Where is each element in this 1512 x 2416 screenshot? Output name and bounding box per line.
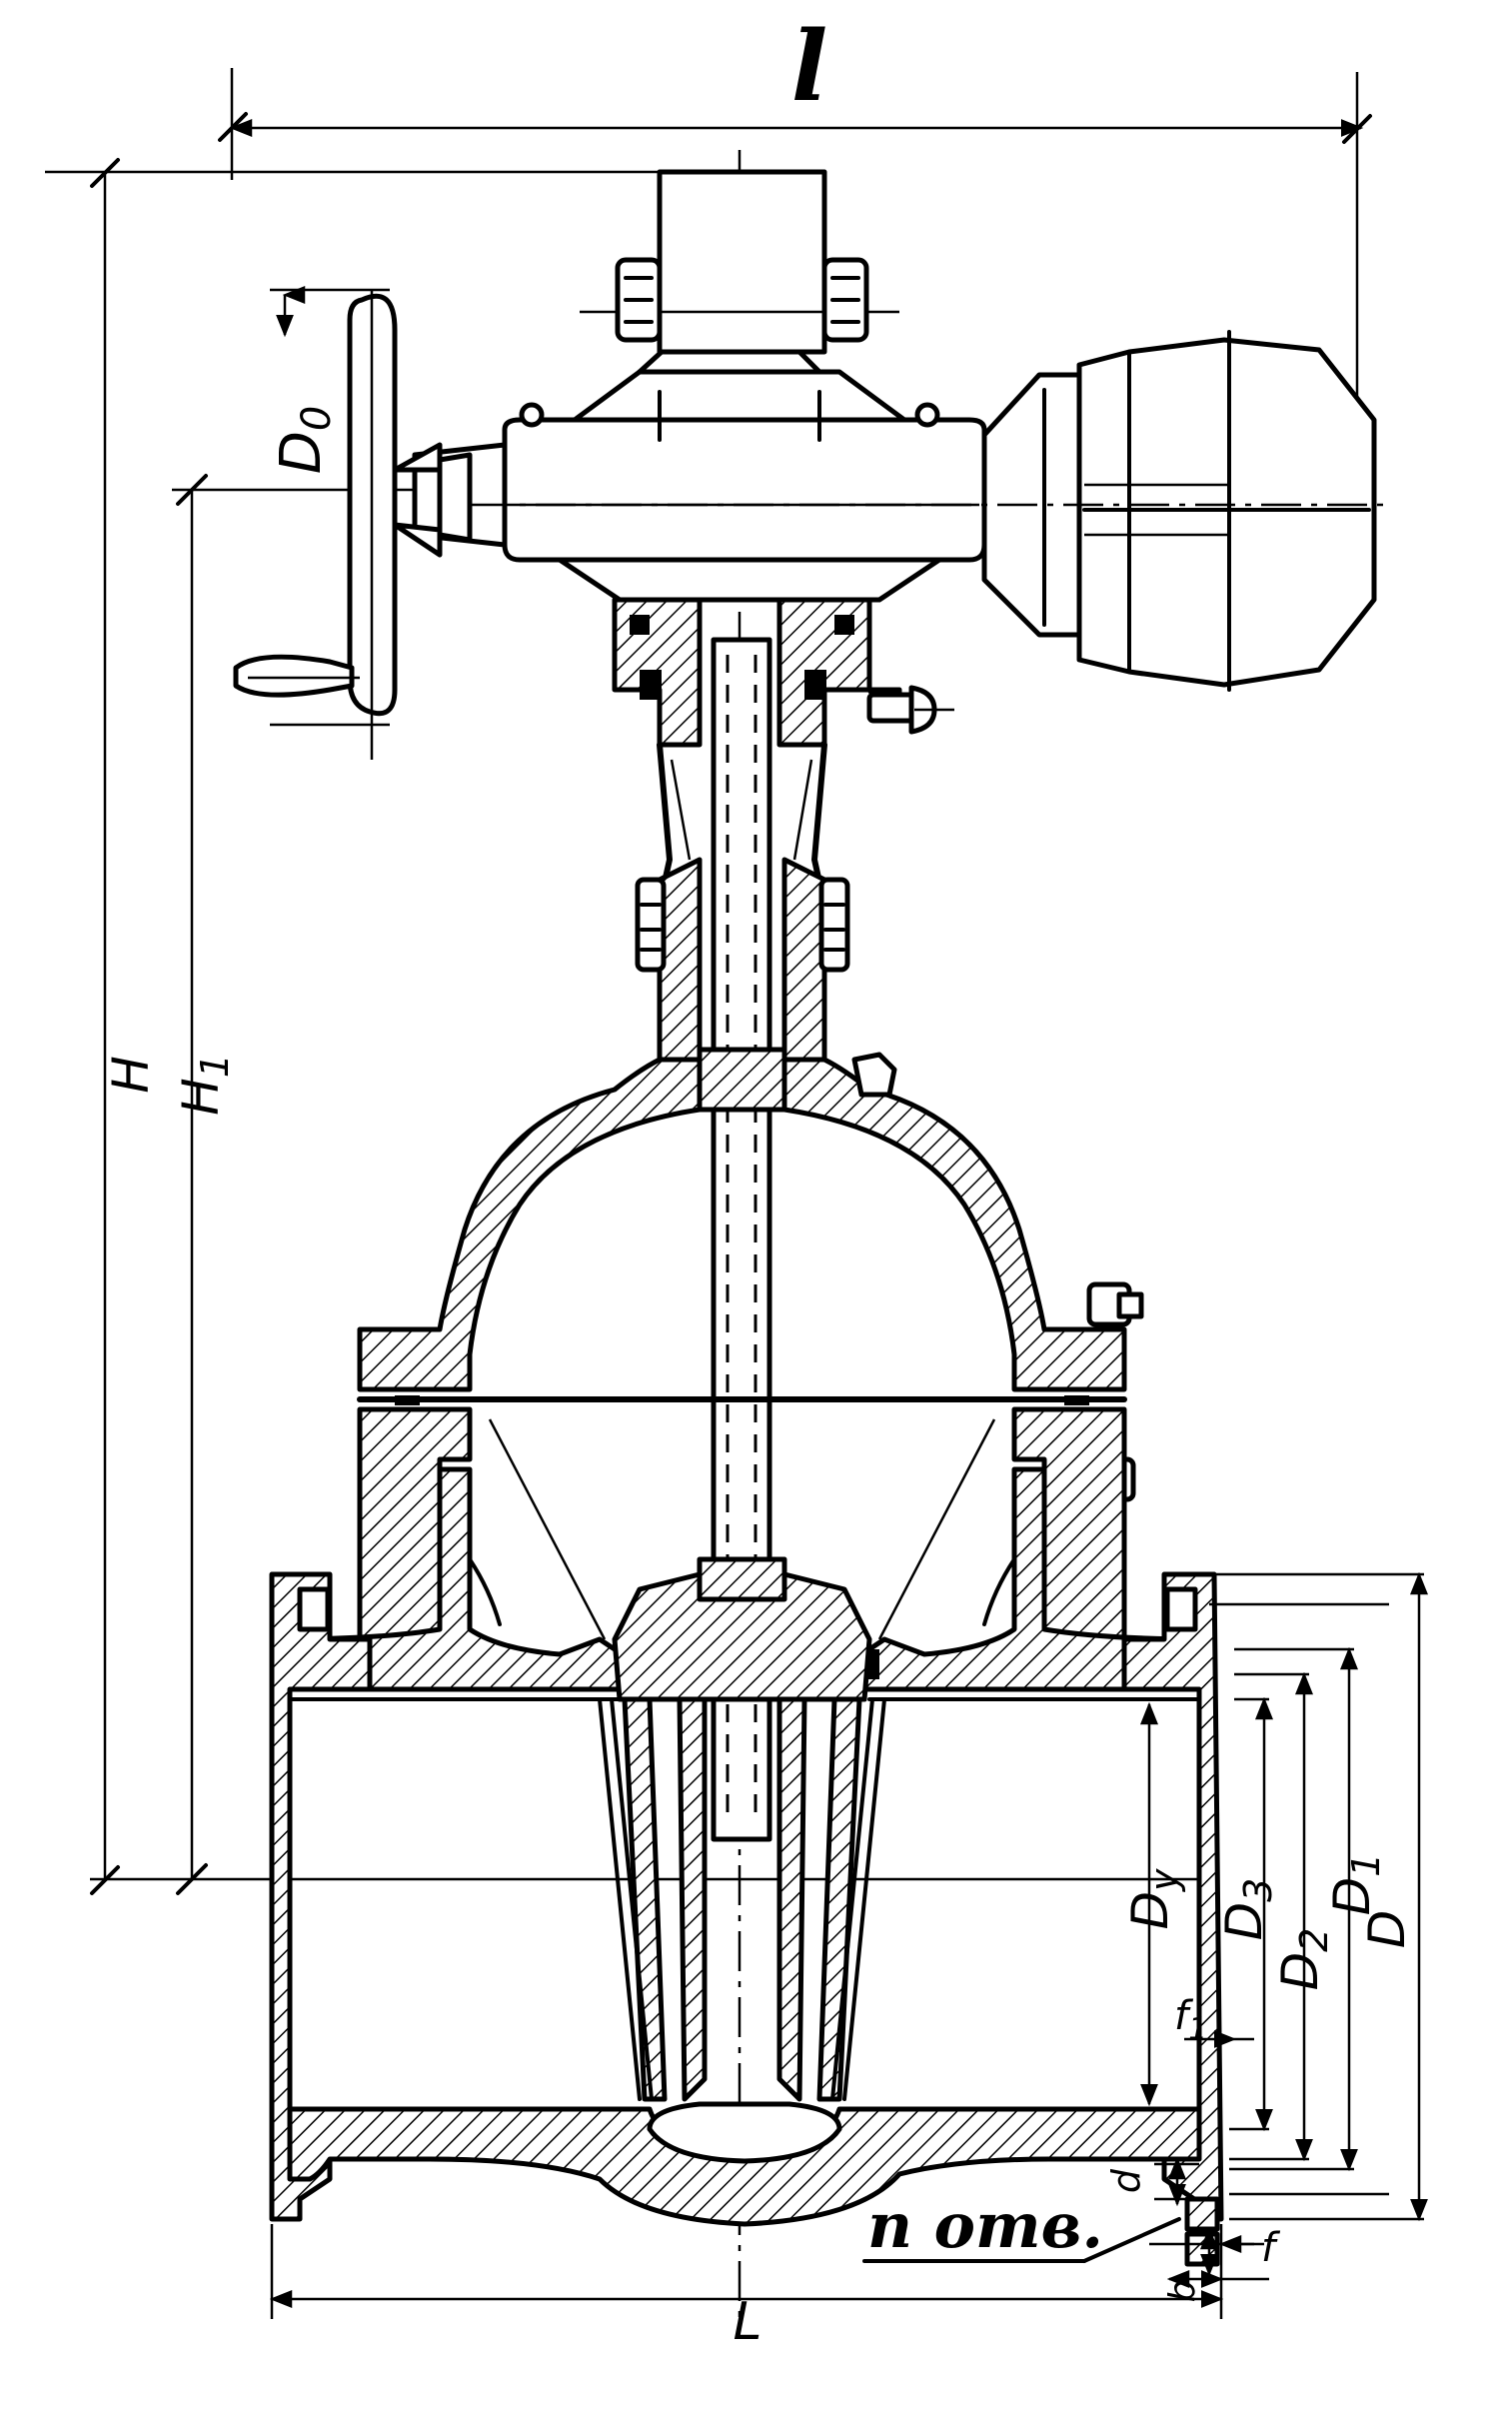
label-D3-main: D	[1215, 1902, 1273, 1941]
label-D: D	[1358, 1910, 1416, 1949]
label-d-text: d	[1104, 2168, 1148, 2193]
label-D-text: D	[1358, 1910, 1416, 1949]
label-D1: D1	[1323, 1853, 1388, 1916]
flange-detail-dimensions	[862, 2030, 1269, 2288]
label-H1: H1	[172, 1054, 237, 1116]
label-Dy-main: D	[1121, 1891, 1179, 1930]
diameter-dimensions	[1140, 1571, 1428, 2222]
label-H1-main: H	[172, 1078, 230, 1116]
label-H1-sub: 1	[193, 1054, 237, 1078]
label-Dy-sub: у	[1142, 1868, 1186, 1892]
label-f1-sub: 1	[1188, 2012, 1207, 2047]
label-f1: f1	[1174, 1993, 1207, 2047]
valve-gate-wedge	[598, 1556, 886, 2164]
label-d: d	[1104, 2168, 1148, 2193]
electric-actuator	[233, 169, 1384, 717]
label-L: L	[734, 2292, 762, 2352]
label-D2-sub: 2	[1292, 1928, 1336, 1952]
label-b-text: b	[1162, 2280, 1203, 2303]
svg-text:H1: H1	[172, 1054, 237, 1116]
label-H: H	[102, 1056, 160, 1094]
label-D1-main: D	[1323, 1877, 1381, 1916]
label-n-holes: n отв.	[867, 2189, 1103, 2262]
svg-text:D3: D3	[1215, 1878, 1280, 1941]
svg-text:Dу: Dу	[1121, 1868, 1186, 1930]
label-b: b	[1162, 2280, 1203, 2303]
label-H-text: H	[102, 1056, 160, 1094]
label-Dy: Dу	[1121, 1868, 1186, 1930]
svg-text:D0: D0	[269, 406, 340, 475]
valve-body	[269, 1406, 1224, 2227]
label-f: f	[1261, 2225, 1281, 2271]
valve-yoke-and-stem	[612, 597, 954, 1842]
dimension-D0	[270, 290, 390, 760]
label-D2: D2	[1271, 1928, 1336, 1991]
svg-text:D2: D2	[1271, 1928, 1336, 1991]
label-l: l	[791, 10, 827, 123]
labels: l D0 H H1 Dу D3 D2	[102, 10, 1416, 2352]
label-D1-sub: 1	[1344, 1853, 1388, 1877]
dimension-L-bottom	[269, 2224, 1224, 2319]
label-D3-sub: 3	[1236, 1878, 1280, 1902]
label-D0: D0	[269, 406, 340, 475]
svg-text:D1: D1	[1323, 1853, 1388, 1916]
label-D0-main: D	[269, 431, 334, 474]
label-D0-sub: 0	[294, 406, 340, 431]
label-D3: D3	[1215, 1878, 1280, 1941]
label-D2-main: D	[1271, 1952, 1329, 1991]
